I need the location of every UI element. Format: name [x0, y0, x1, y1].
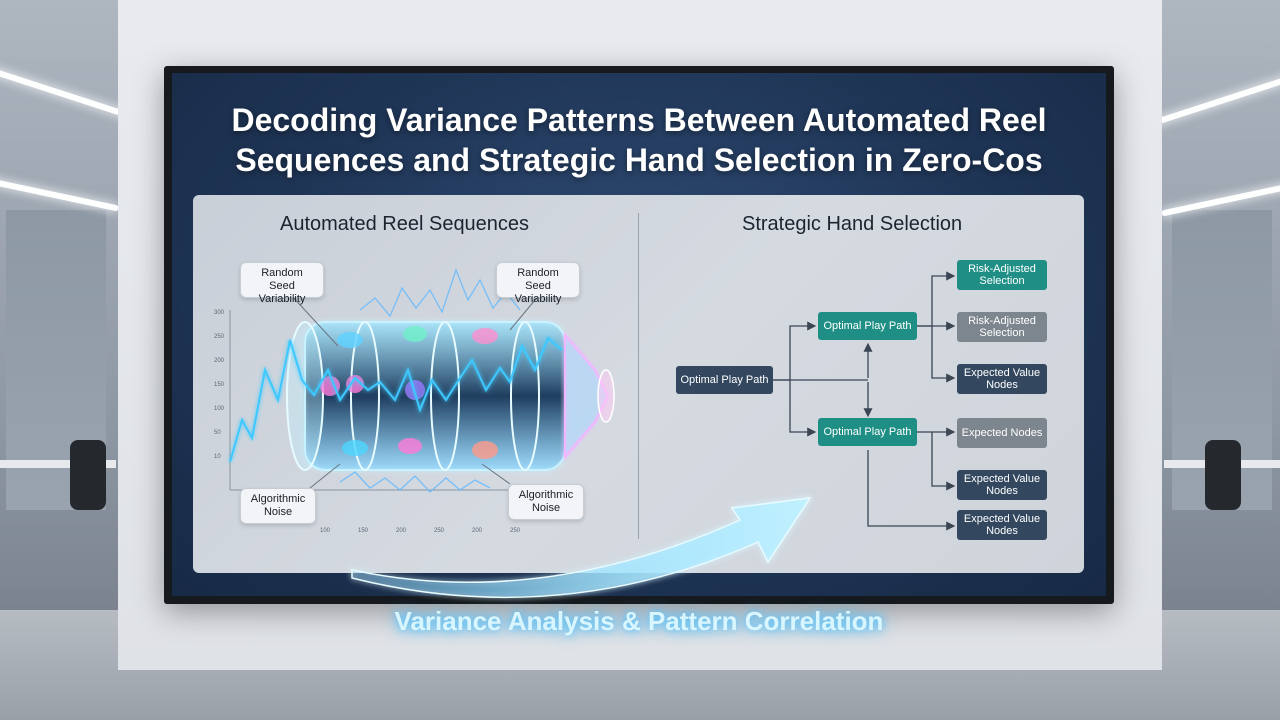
node-expected-nodes: Expected Nodes — [957, 418, 1047, 448]
node-root-optimal-play-path: Optimal Play Path — [676, 366, 773, 394]
variance-waveform-lower — [339, 471, 491, 493]
correlation-arrow-shape — [351, 497, 812, 599]
reel-symbol — [320, 376, 340, 396]
node-optimal-play-path-lower: Optimal Play Path — [818, 418, 917, 446]
reel-cap-left — [286, 321, 324, 471]
reel-ring — [430, 321, 460, 471]
reel-ring — [350, 321, 380, 471]
callout-random-seed-left: Random Seed Variability — [240, 262, 324, 305]
x-tick-label: 100 — [320, 528, 331, 534]
reel-symbol — [472, 328, 498, 344]
reel-symbol — [398, 438, 422, 454]
callout-algorithmic-noise-right: Algorithmic Noise — [508, 484, 584, 520]
left-section-title: Automated Reel Sequences — [280, 213, 530, 235]
node-expected-value-nodes-1: Expected Value Nodes — [957, 364, 1047, 394]
decision-tree-connectors — [773, 271, 956, 531]
edge-root-mid1 — [773, 321, 817, 381]
right-section-title: Strategic Hand Selection — [742, 213, 963, 235]
callout-leader — [509, 293, 541, 331]
slide-title-line1: Decoding Variance Patterns Between Autom… — [231, 102, 1047, 138]
node-expected-value-nodes-3: Expected Value Nodes — [957, 510, 1047, 540]
reel-symbol — [472, 441, 498, 459]
variance-waveform — [229, 336, 563, 463]
node-expected-value-nodes-2: Expected Value Nodes — [957, 470, 1047, 500]
node-optimal-play-path-upper: Optimal Play Path — [818, 312, 917, 340]
y-tick-label: 300 — [214, 310, 225, 316]
reel-symbol — [342, 440, 368, 456]
section-divider — [638, 213, 639, 539]
callout-algorithmic-noise-left: Algorithmic Noise — [240, 488, 316, 524]
y-tick-label: 200 — [214, 358, 225, 364]
edge-root-mid2 — [773, 379, 817, 437]
reel-symbol — [337, 332, 363, 348]
callout-leader — [289, 293, 339, 347]
office-desk — [0, 460, 116, 468]
x-tick-label: 150 — [358, 528, 369, 534]
reel-symbol — [346, 375, 364, 393]
callout-leader — [481, 463, 511, 485]
y-tick-label: 10 — [214, 454, 221, 460]
x-tick-label: 200 — [472, 528, 483, 534]
x-tick-label: 200 — [396, 528, 407, 534]
y-tick-label: 100 — [214, 406, 225, 412]
x-tick-label: 250 — [434, 528, 445, 534]
node-risk-adjusted-selection-1: Risk-Adjusted Selection — [957, 260, 1047, 290]
reel-symbol — [403, 326, 427, 342]
edge-mid1-leaf1 — [917, 271, 956, 327]
office-chair — [70, 440, 106, 510]
office-chair — [1205, 440, 1241, 510]
y-tick-label: 150 — [214, 382, 225, 388]
callout-random-seed-right: Random Seed Variability — [496, 262, 580, 305]
node-risk-adjusted-selection-2: Risk-Adjusted Selection — [957, 312, 1047, 342]
reel-illustration — [229, 268, 615, 493]
callout-leader — [309, 463, 341, 489]
correlation-arrow — [351, 497, 812, 599]
variance-waveform-upper — [359, 268, 521, 318]
edge-mid2-leaf6 — [867, 450, 956, 531]
slide-title: Decoding Variance Patterns Between Autom… — [172, 100, 1106, 180]
reel-ring — [510, 321, 540, 471]
edge-mid2-leaf5 — [931, 432, 956, 491]
reel-tip — [597, 369, 615, 423]
slide-subtitle: Variance Analysis & Pattern Correlation — [394, 606, 884, 636]
slide-title-line2: Sequences and Strategic Hand Selection i… — [235, 142, 1043, 178]
y-tick-label: 50 — [214, 430, 221, 436]
edge-mid1-leaf3 — [931, 326, 956, 383]
x-tick-label: 250 — [510, 528, 521, 534]
y-tick-label: 250 — [214, 334, 225, 340]
